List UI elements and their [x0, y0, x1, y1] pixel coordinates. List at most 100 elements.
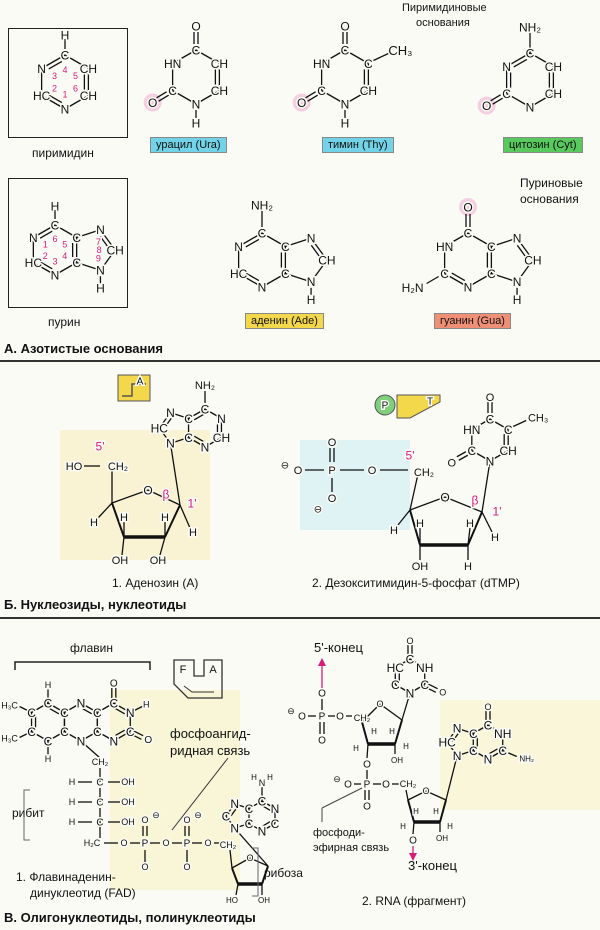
atom-label: C [487, 267, 496, 281]
phosphoanhydride-label-2: ридная связь [170, 743, 251, 758]
guanine-badge: гуанин (Gua) [434, 313, 511, 329]
atom-label: O [318, 689, 326, 700]
atom-label: C [192, 43, 201, 57]
atom-label: N [230, 797, 239, 811]
atom-label: H [307, 293, 316, 307]
atom-label: C [281, 240, 290, 254]
bond-line [310, 244, 321, 258]
pyrimidine-bases-label-2: основания [416, 17, 470, 29]
atom-label: CH [524, 253, 541, 267]
atom-label: O [448, 457, 457, 469]
atom-label: N [513, 275, 522, 289]
bond-line [158, 94, 169, 102]
bond-line [172, 89, 197, 105]
atom-label: H [90, 517, 98, 529]
atom-label: C [469, 727, 478, 741]
atom-label: O [120, 838, 127, 848]
bond-line [231, 867, 239, 885]
bond-line [261, 822, 276, 832]
bond-line [472, 749, 489, 760]
ribitol-label: рибит [12, 806, 45, 820]
bond-line [31, 702, 49, 714]
atom-label: N [29, 231, 38, 245]
bond-line [188, 408, 206, 420]
phosphodiester-label-2: эфирная связь [313, 842, 390, 854]
bond-line [471, 418, 491, 431]
atom-label: O [141, 862, 148, 872]
atom-label: F [180, 664, 187, 676]
atom-label: H [251, 773, 257, 782]
atom-label: N [271, 802, 280, 816]
bond-line [225, 803, 236, 817]
bond-line [344, 89, 369, 105]
atom-number: 2 [52, 83, 57, 93]
bond-line [488, 748, 498, 755]
bond-line [39, 230, 53, 239]
atom-label: ⊖ [314, 505, 322, 516]
atom-label: NH [416, 661, 433, 675]
atom-label: C [245, 802, 254, 816]
bond-line [49, 707, 60, 715]
bond-line [407, 790, 427, 801]
bond-line [41, 94, 66, 110]
bond-line [366, 743, 369, 759]
bond-line [444, 272, 469, 288]
bond-line [285, 272, 312, 283]
atom-label: N [258, 824, 267, 838]
atom-label: O [486, 392, 495, 404]
atom-label: C [364, 57, 373, 71]
atom-label: NH₂ [519, 20, 541, 34]
atom-label: O [141, 815, 148, 825]
atom-label: CH₃ [388, 43, 412, 58]
atom-label: N [192, 97, 201, 111]
purine-label: пурин [48, 315, 81, 329]
atom-label: CH₂ [400, 779, 417, 789]
bond-line [234, 803, 250, 810]
bond-line [238, 232, 263, 248]
atom-label: O [368, 465, 377, 477]
bond-line [490, 94, 501, 102]
bond-line [97, 730, 115, 742]
bond-line [506, 52, 531, 68]
atom-label: P [319, 712, 326, 723]
bond-line [261, 800, 276, 810]
bond-line [113, 702, 131, 714]
adenosine-icon-shape [122, 383, 146, 397]
fad-icon [173, 659, 223, 699]
atom-label: OH [112, 555, 129, 567]
atom-label: OH [150, 555, 167, 567]
atom-label: HO [66, 461, 83, 473]
atom-label: C [96, 818, 103, 829]
atom-label: C [72, 231, 81, 245]
atom-label: C [126, 725, 135, 739]
atom-number: β [163, 487, 170, 501]
atom-label: ⊖ [287, 706, 295, 716]
atom-label: N [406, 686, 415, 700]
atom-label: N [201, 440, 210, 454]
atom-label: CH [545, 87, 562, 101]
atom-label: H [267, 773, 273, 782]
uracil-badge: урацил (Ura) [150, 137, 227, 153]
atom-label: CH [213, 431, 230, 445]
atom-label: O [183, 862, 190, 872]
section-c-title: В. Олигонуклеотиды, полинуклеотиды [4, 910, 256, 925]
atom-label: N [234, 240, 243, 254]
atom-label: C [464, 226, 473, 240]
bond-line [407, 799, 415, 823]
atom-label: C [96, 778, 103, 789]
bond-line [19, 730, 32, 739]
atom-label: C [168, 84, 177, 98]
atom-label: H [69, 797, 76, 807]
atom-label: H [61, 28, 70, 42]
atom-label: OH [391, 756, 403, 765]
bond-line [472, 724, 489, 735]
atom-label: ⊖ [194, 810, 202, 820]
bond-line [170, 436, 189, 444]
atom-label: C [201, 402, 210, 416]
three-prime-end-label: 3'-конец [408, 858, 457, 873]
atom-label: C [420, 678, 429, 692]
atom-label: P [184, 839, 191, 850]
atom-label: P [382, 401, 389, 412]
bond-line [54, 261, 77, 276]
bond-line [170, 412, 189, 420]
